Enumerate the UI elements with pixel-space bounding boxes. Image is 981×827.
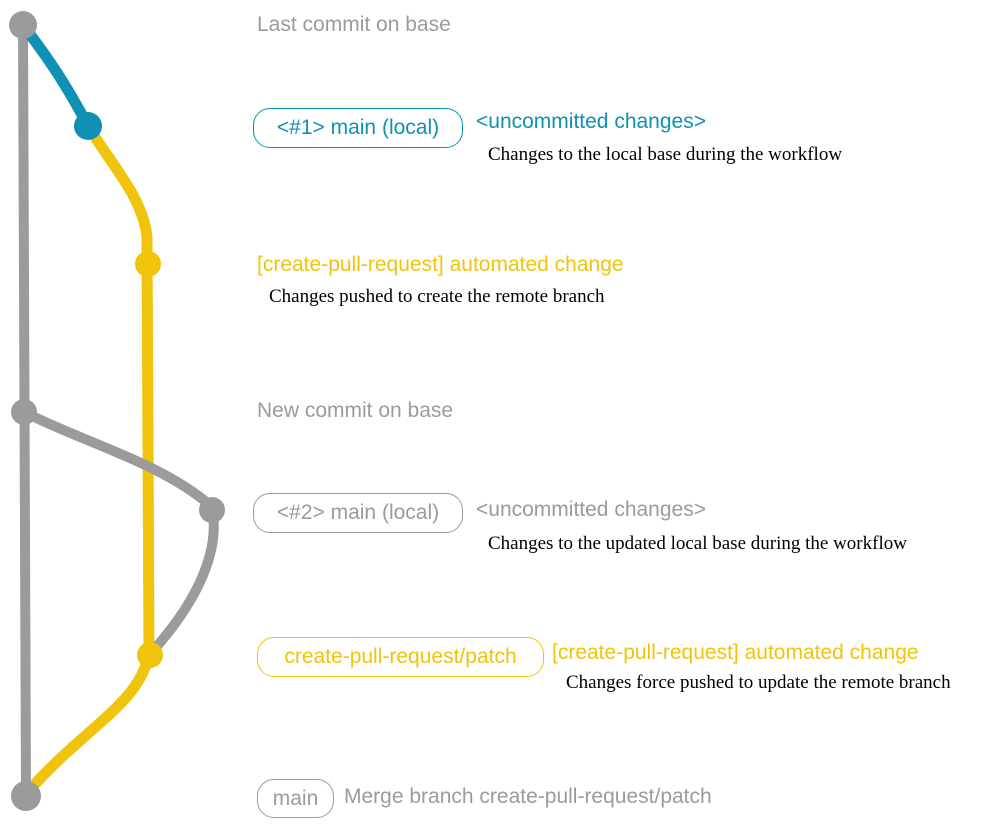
commit-dot-automated-change-1 xyxy=(135,251,161,277)
commit-dot-last-commit-on-base xyxy=(9,11,37,39)
branch-badge-main-local-2: <#2> main (local) xyxy=(253,493,463,533)
desc-updated-local-base-changes: Changes to the updated local base during… xyxy=(488,533,907,554)
commit-dot-automated-change-2 xyxy=(137,642,163,668)
git-graph-svg xyxy=(9,11,225,811)
desc-local-base-changes: Changes to the local base during the wor… xyxy=(488,144,843,165)
branch-badge-main: main xyxy=(257,779,334,818)
label-automated-change-1: [create-pull-request] automated change xyxy=(257,253,624,276)
commit-dot-uncommitted-changes-1 xyxy=(74,112,102,140)
branch-line-uncommitted-1 xyxy=(17,19,94,132)
desc-changes-pushed: Changes pushed to create the remote bran… xyxy=(269,286,605,307)
label-automated-change-2: [create-pull-request] automated change xyxy=(552,641,919,664)
branch-line-uncommitted-2-in xyxy=(146,503,219,658)
commit-dot-uncommitted-changes-2 xyxy=(199,497,225,523)
branch-badge-main-local-1: <#1> main (local) xyxy=(253,108,463,148)
note-merge-branch: Merge branch create-pull-request/patch xyxy=(344,785,712,808)
commit-dot-new-commit-on-base xyxy=(11,399,37,425)
branch-badge-main-label: main xyxy=(272,786,319,810)
note-uncommitted-changes-1: <uncommitted changes> xyxy=(476,110,706,133)
branch-badge-patch-label: create-pull-request/patch xyxy=(284,645,517,668)
branch-badge-patch: create-pull-request/patch xyxy=(257,637,544,677)
branch-line-uncommitted-2-out xyxy=(19,407,216,511)
branch-badge-main-local-1-label: <#1> main (local) xyxy=(276,116,440,139)
desc-changes-force-pushed: Changes force pushed to update the remot… xyxy=(566,672,951,693)
label-new-commit-on-base: New commit on base xyxy=(257,399,454,422)
note-uncommitted-changes-2: <uncommitted changes> xyxy=(476,498,706,521)
branch-badge-main-local-2-label: <#2> main (local) xyxy=(276,501,440,524)
commit-dot-merge-commit xyxy=(11,781,41,811)
label-last-commit-on-base: Last commit on base xyxy=(257,13,451,36)
